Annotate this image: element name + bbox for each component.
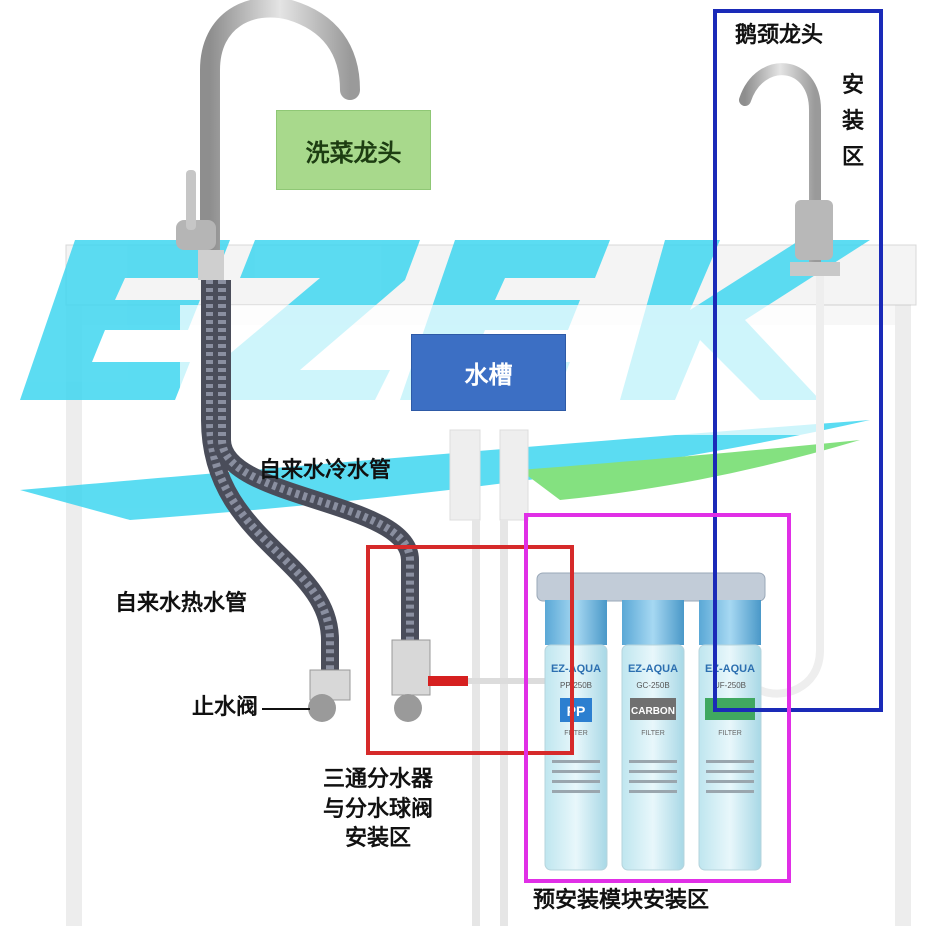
filter-1-model: PP-250B	[560, 681, 592, 690]
tee-zone-label-line3: 安装区	[344, 826, 411, 852]
stop-valves	[308, 639, 545, 722]
filter-1-sub: FILTER	[564, 730, 588, 737]
gooseneck-zone-char-1: 安	[841, 73, 864, 98]
filter-2-sub: FILTER	[641, 730, 665, 737]
gooseneck-zone-vertical-label: 安 装 区	[841, 75, 865, 183]
gooseneck-faucet	[739, 63, 840, 698]
filter-1-brand: EZ-AQUA	[551, 663, 601, 675]
filter-2-brand: EZ-AQUA	[628, 663, 678, 675]
filter-3-brand: EZ-AQUA	[705, 663, 755, 675]
cold-pipe-label: 自来水冷水管	[259, 458, 392, 483]
filter-2-model: GC-250B	[636, 681, 669, 690]
stop-valve-label: 止水阀	[192, 695, 259, 720]
tee-zone-label: 三通分水器 与分水球阀 安装区	[298, 765, 458, 854]
braided-pipes	[201, 280, 419, 680]
hot-pipe-label: 自来水热水管	[115, 591, 248, 616]
tee-install-zone	[366, 545, 574, 755]
gooseneck-zone-char-3: 区	[841, 145, 864, 170]
vegetable-faucet-label: 洗菜龙头	[276, 110, 431, 190]
gooseneck-zone-char-2: 装	[841, 109, 864, 134]
tee-zone-label-line1: 三通分水器	[322, 767, 433, 792]
tee-zone-label-line2: 与分水球阀	[322, 796, 433, 822]
filter-3-model: UF-250B	[714, 681, 746, 690]
module-zone-label: 预安装模块安装区	[533, 888, 710, 913]
gooseneck-zone-title: 鹅颈龙头	[735, 23, 824, 48]
filter-3-sub: FILTER	[718, 730, 742, 737]
gooseneck-install-zone	[713, 9, 883, 712]
sink-label: 水槽	[411, 334, 566, 411]
filter-2-type: CARBON	[631, 706, 675, 717]
module-install-zone	[524, 513, 791, 883]
vegetable-faucet	[176, 0, 360, 280]
